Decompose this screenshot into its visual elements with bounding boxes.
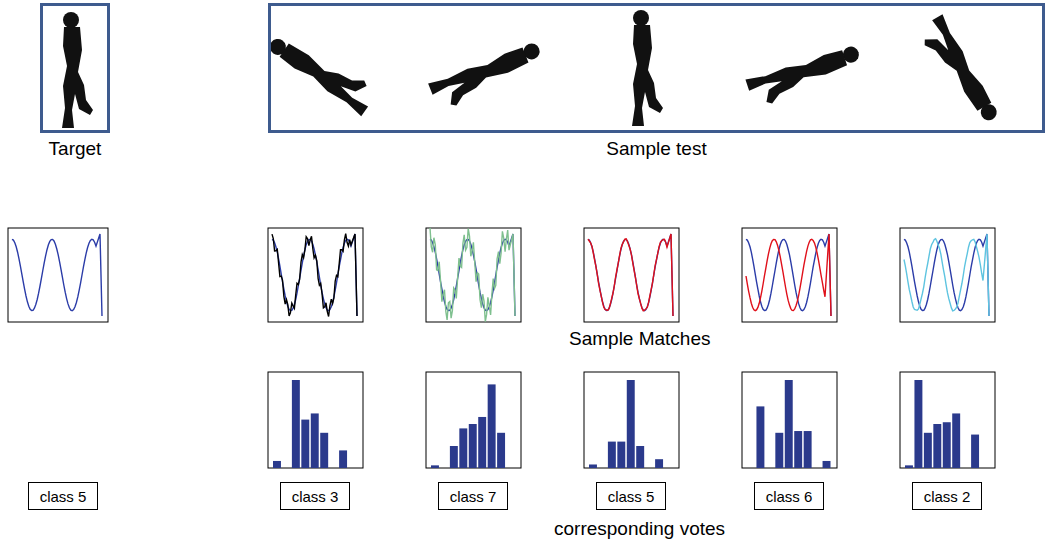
histogram-frame	[900, 372, 995, 468]
image-frame: Target	[40, 3, 110, 133]
match-plots	[8, 228, 995, 322]
plot-frame	[426, 228, 521, 322]
signal-curve	[588, 234, 673, 316]
vote-bar	[589, 464, 597, 468]
vote-bar	[971, 435, 979, 468]
plot-frame	[584, 228, 679, 322]
silhouettes	[62, 10, 1001, 130]
frame-caption: Sample test	[606, 138, 706, 160]
vote-bar	[756, 406, 764, 468]
class-label: class 6	[766, 488, 813, 505]
signal-curve	[272, 234, 357, 316]
signal-curve	[588, 234, 673, 316]
histogram-frame	[584, 372, 679, 468]
signal-curve	[746, 234, 831, 316]
class-box: class 5	[28, 482, 98, 510]
vote-bar	[905, 465, 913, 468]
class-label: class 5	[40, 488, 87, 505]
histogram-frame	[268, 372, 363, 468]
plot-frame	[742, 228, 837, 322]
class-label: class 7	[450, 488, 497, 505]
vote-bar	[273, 461, 281, 468]
vote-bar	[469, 424, 477, 468]
vote-bar	[450, 446, 458, 468]
class-box: class 6	[754, 482, 824, 510]
class-label: class 2	[924, 488, 971, 505]
vote-bar	[608, 442, 616, 468]
class-label: class 3	[292, 488, 339, 505]
vote-bar	[311, 413, 319, 468]
vote-bar	[301, 420, 309, 468]
vote-bar	[292, 380, 300, 468]
signal-curve	[12, 234, 102, 316]
class-label: class 5	[608, 488, 655, 505]
row-caption: corresponding votes	[554, 518, 725, 540]
vote-bar	[794, 431, 802, 468]
vote-bar	[775, 433, 783, 468]
vote-bar	[617, 442, 625, 468]
vote-bar	[804, 431, 812, 468]
vote-bar	[459, 428, 467, 468]
row-caption: Sample Matches	[569, 328, 711, 350]
vote-bar	[943, 422, 951, 468]
vote-bar	[823, 461, 831, 468]
vote-bar	[914, 380, 922, 468]
plot-frame	[268, 228, 363, 322]
signal-curve	[904, 234, 989, 316]
frame-caption: Target	[49, 138, 102, 160]
signal-curve	[746, 234, 831, 316]
class-box: class 3	[280, 482, 350, 510]
vote-bar	[488, 384, 496, 468]
vote-bar	[320, 433, 328, 468]
signal-curve	[272, 234, 357, 317]
class-box: class 5	[596, 482, 666, 510]
vote-bar	[497, 433, 505, 468]
vote-bar	[785, 380, 793, 468]
vote-bar	[627, 380, 635, 468]
signal-curve	[904, 234, 989, 316]
vote-bar	[339, 450, 347, 468]
histogram-frame	[742, 372, 837, 468]
vote-bar	[924, 433, 932, 468]
histogram-frame	[426, 372, 521, 468]
vote-bar	[636, 446, 644, 468]
class-box: class 2	[912, 482, 982, 510]
vote-bar	[933, 424, 941, 468]
vote-bar	[952, 413, 960, 468]
signal-curve	[430, 228, 515, 322]
plot-frame	[8, 228, 108, 322]
vote-histograms	[268, 372, 995, 468]
vote-bar	[431, 465, 439, 468]
plot-frame	[900, 228, 995, 322]
vote-bar	[655, 459, 663, 468]
vote-bar	[478, 417, 486, 468]
class-box: class 7	[438, 482, 508, 510]
image-frame: Sample test	[268, 3, 1045, 133]
